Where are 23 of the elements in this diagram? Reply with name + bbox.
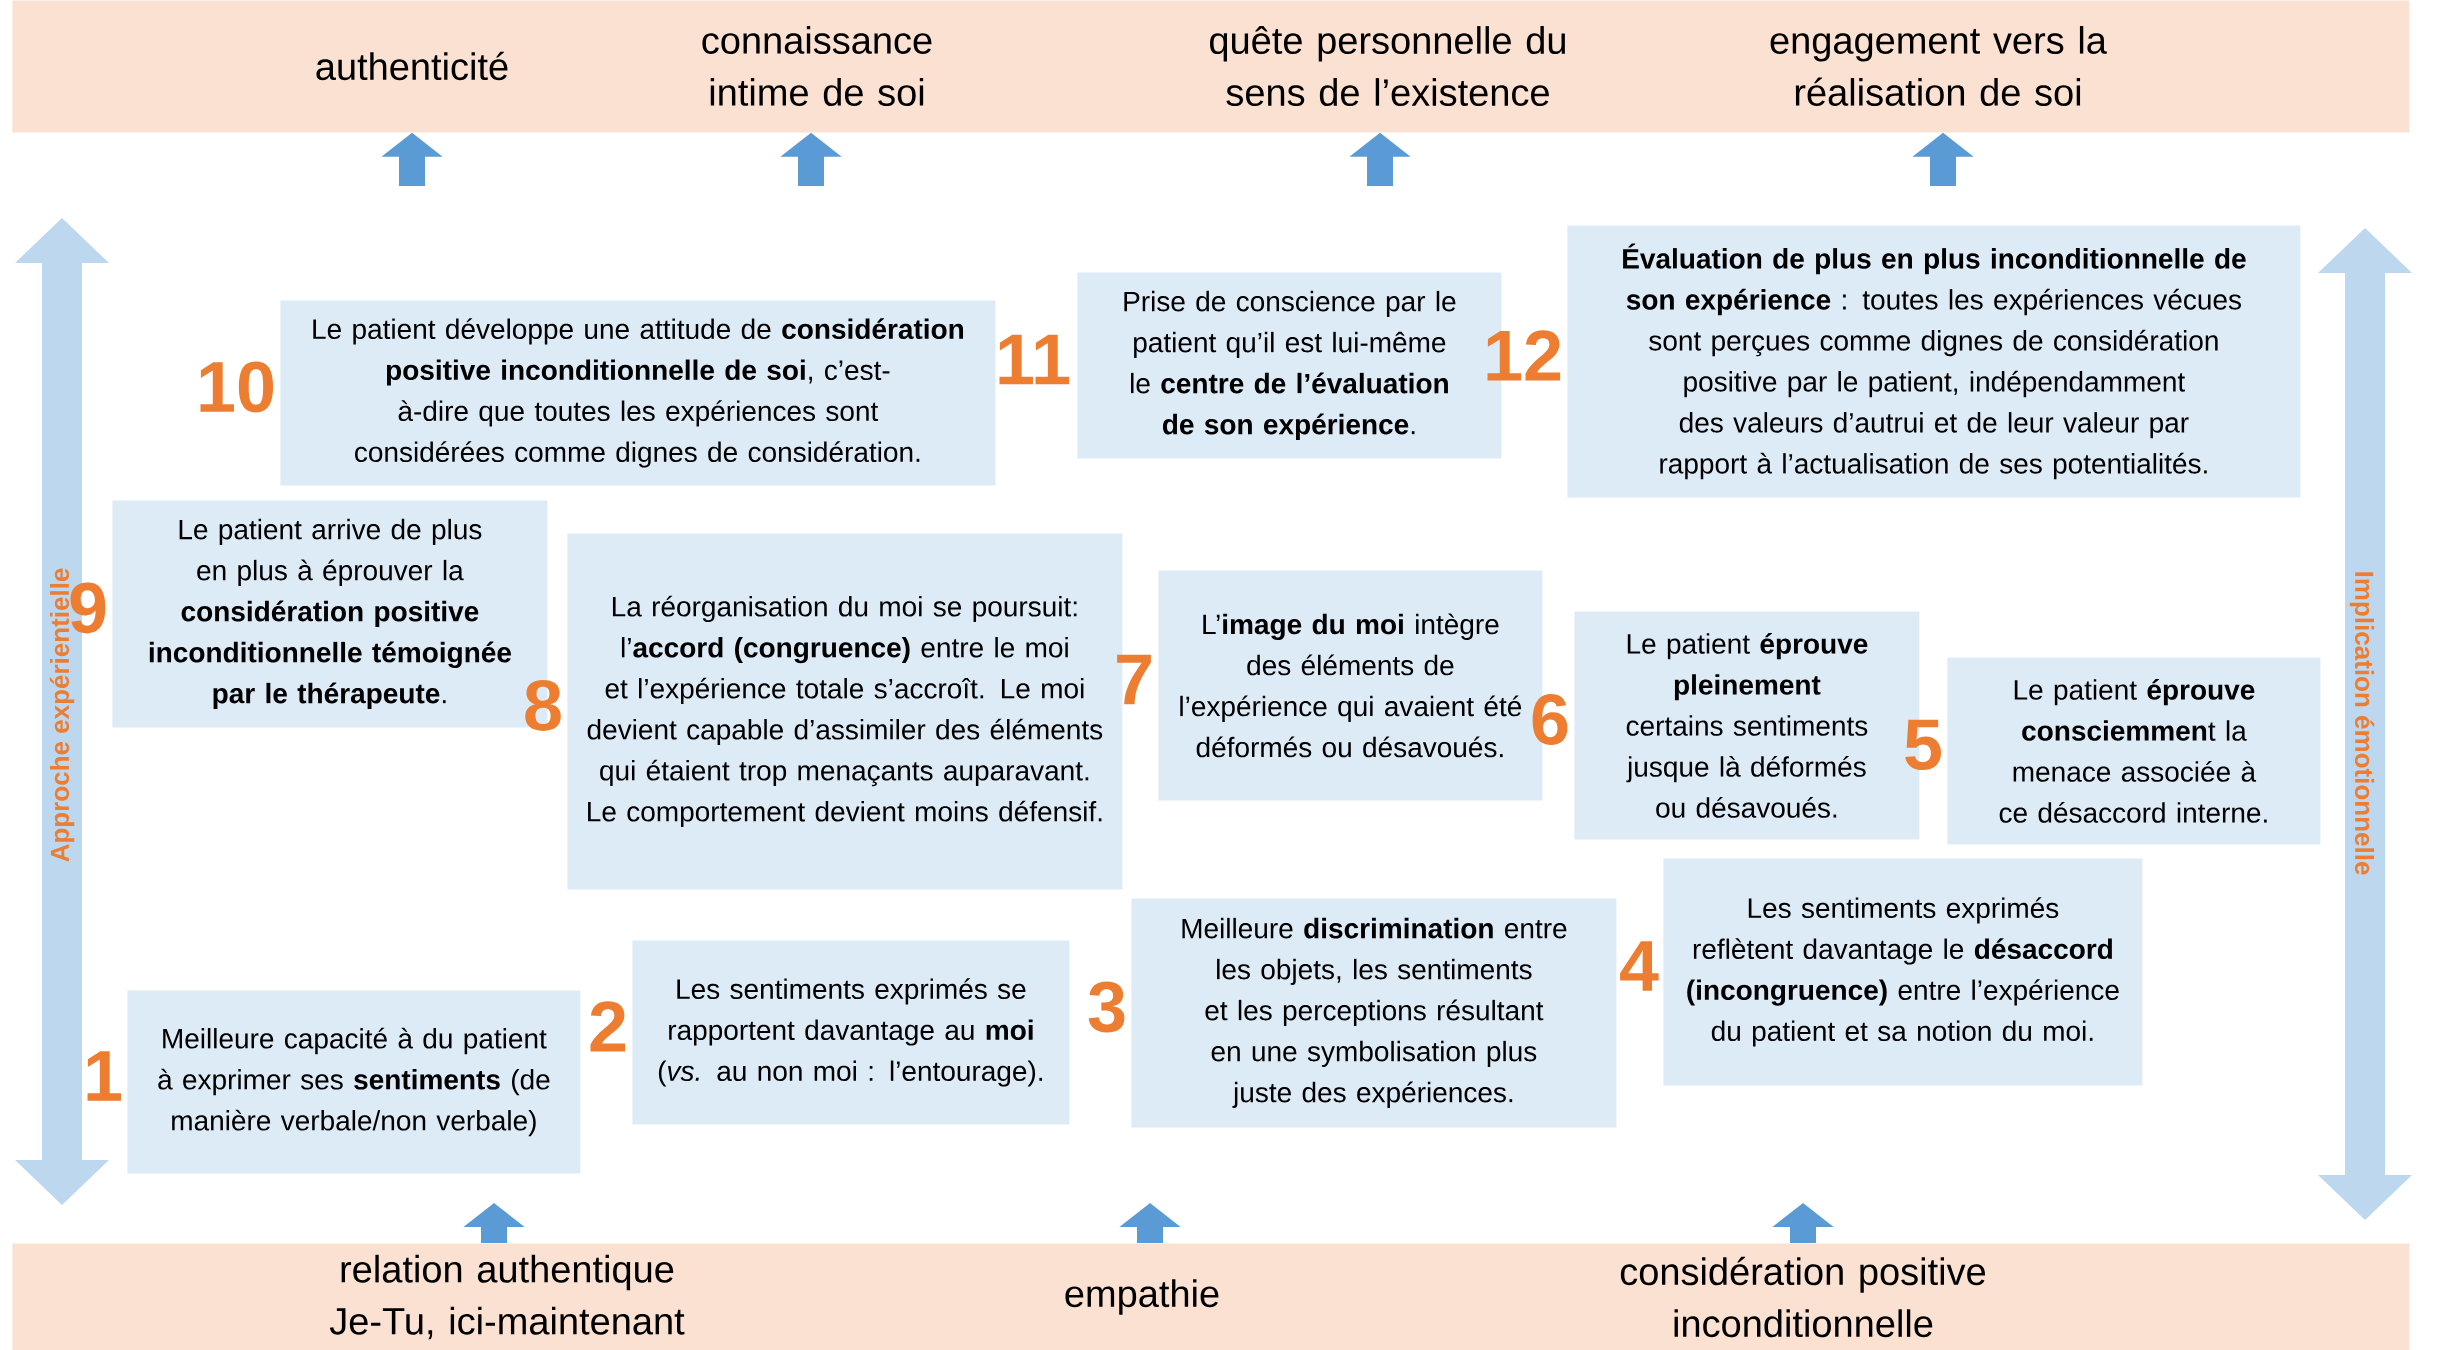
band-label: empathie — [1065, 1279, 1219, 1315]
band-label: relation authentique Je-Tu, ici-maintenant — [329, 1254, 685, 1340]
banner-band — [12, 0, 2410, 133]
band-label: engagement vers la réalisation de soi — [1770, 26, 2107, 106]
text-box: Évaluation de plus en plus inconditionnelle de son expérience : toutes les expériences vécues sont perçues comme dignes de considération positive par le patient, indépendamment des valeurs d’autrui et de leur valeur par rapport à l’actualisation de ses potentialités. — [1567, 225, 2301, 498]
axis-label: Implication émotionnelle — [2349, 572, 2375, 875]
step-number: 10 — [200, 361, 274, 413]
step-number: 2 — [590, 1001, 626, 1052]
text-box: Les sentiments exprimés reflètent davantage le désaccord (incongruence) entre l’expérience du patient et sa notion du moi. — [1663, 858, 2143, 1086]
step-number: 1 — [87, 1051, 121, 1101]
step-number: 4 — [1620, 941, 1659, 991]
step-number: 3 — [1088, 981, 1125, 1033]
band-label: quête personnelle du sens de l’existence — [1210, 26, 1565, 107]
step-number: 11 — [999, 334, 1070, 385]
band-label: considération positive inconditionnelle — [1620, 1256, 1985, 1338]
text-box: Le patient éprouve consciemment la menace associée à ce désaccord interne. — [1947, 657, 2321, 845]
band-label: connaissance intime de soi — [702, 26, 932, 106]
text-box: Le patient développe une attitude de considération positive inconditionnelle de soi, c’est-à-dire que toutes les expériences sont considérées comme dignes de considération. — [280, 300, 996, 486]
text-box: Les sentiments exprimés se rapportent davantage au moi (vs. au non moi : l’entourage). — [632, 940, 1070, 1125]
text-box: Meilleure capacité à du patient à exprimer ses sentiments (de manière verbale/non verbale) — [127, 990, 581, 1174]
text-box: Meilleure discrimination entre les objets, les sentiments et les perceptions résultant en une symbolisation plus juste des expériences. — [1131, 898, 1617, 1128]
band-label: authenticité — [316, 51, 508, 81]
banner-band — [12, 1243, 2410, 1350]
